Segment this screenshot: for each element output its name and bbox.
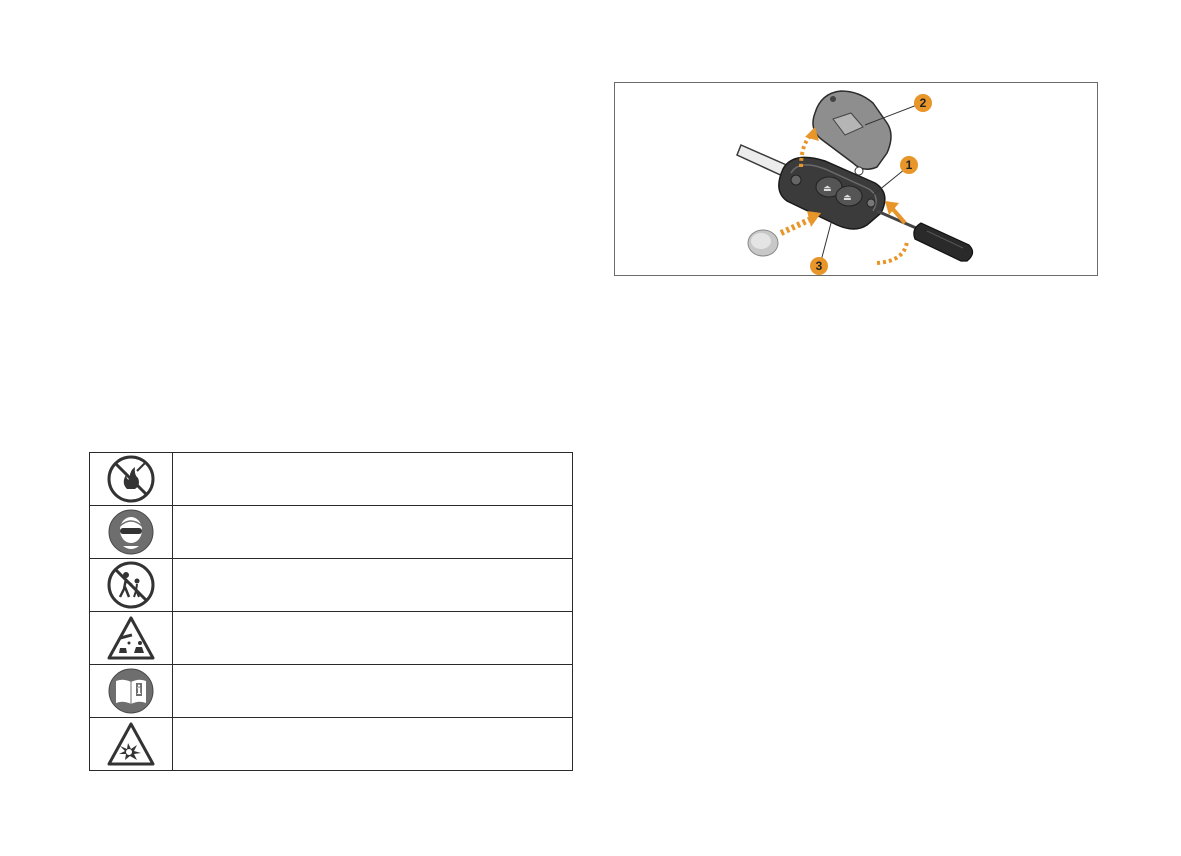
table-row (89, 505, 573, 559)
svg-text:2: 2 (920, 96, 927, 110)
insert-arrow-icon (779, 211, 821, 236)
table-row (89, 611, 573, 665)
key-cover-icon (812, 90, 892, 176)
key-battery-figure: ⏏ ⏏ (614, 82, 1098, 276)
car-key-remote-icon: ⏏ ⏏ (778, 156, 886, 230)
screwdriver-icon (876, 209, 974, 262)
explosive-warning-icon (107, 722, 155, 766)
symbol-description (172, 611, 573, 665)
key-battery-illustration: ⏏ ⏏ (736, 90, 974, 275)
safety-symbols-table: i (89, 452, 573, 771)
svg-text:1: 1 (906, 158, 913, 172)
wear-eye-protection-icon (108, 509, 154, 555)
corrosive-warning-icon (107, 616, 155, 660)
pry-arrow-icon (876, 201, 909, 265)
svg-text:i: i (137, 683, 142, 697)
callout-2: 2 (914, 94, 932, 112)
callout-3: 3 (810, 257, 828, 275)
table-row (89, 558, 573, 612)
table-row: i (89, 664, 573, 718)
callout-1: 1 (900, 156, 918, 174)
keep-children-away-icon (107, 561, 155, 609)
symbol-description (172, 558, 573, 612)
svg-text:3: 3 (816, 259, 823, 273)
symbol-description (172, 452, 573, 506)
svg-text:⏏: ⏏ (843, 193, 852, 203)
read-manual-icon: i (108, 668, 154, 714)
removal-arrow-icon (799, 127, 819, 168)
table-row (89, 452, 573, 506)
battery-coin-cell-icon (747, 229, 779, 257)
svg-text:⏏: ⏏ (823, 184, 832, 194)
symbol-description (172, 717, 573, 771)
no-open-flame-icon (107, 455, 155, 503)
symbol-description (172, 664, 573, 718)
symbol-description (172, 505, 573, 559)
table-row (89, 717, 573, 771)
